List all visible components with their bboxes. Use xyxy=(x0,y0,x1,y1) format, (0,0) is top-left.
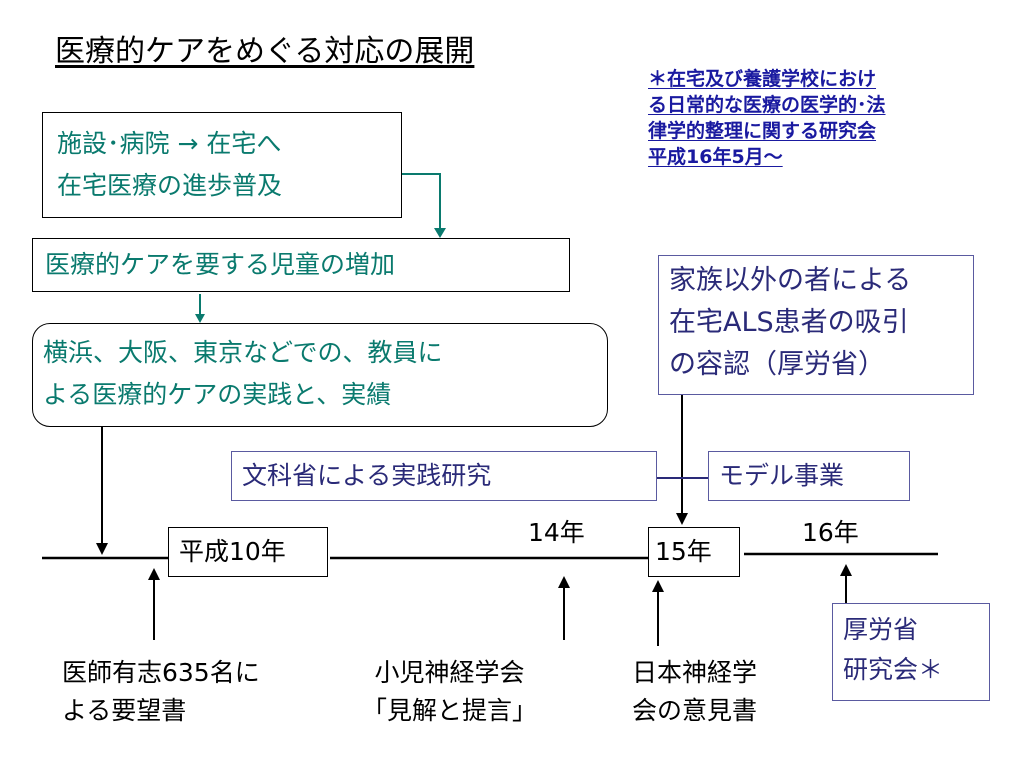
note-line: ＊在宅及び養護学校におけ xyxy=(648,68,877,90)
page-title: 医療的ケアをめぐる対応の展開 xyxy=(55,34,475,69)
doctors-petition: 医師有志635名に よる要望書 xyxy=(62,654,260,730)
als-line: 家族以外の者による xyxy=(669,265,912,296)
practice-box: 横浜、大阪、東京などでの、教員に よる医療的ケアの実践と、実績 xyxy=(32,323,608,427)
arrowhead xyxy=(676,513,688,525)
note-line: る日常的な医療の医学的･法 xyxy=(648,94,886,116)
neuro-line: 日本神経学 xyxy=(632,658,758,687)
als-line: 在宅ALS患者の吸引 xyxy=(669,307,909,338)
practice-line: よる医療的ケアの実践と、実績 xyxy=(43,380,392,409)
pediatric-line: 「見解と提言」 xyxy=(362,696,538,725)
shift-to-home-box: 施設･病院 → 在宅へ 在宅医療の進歩普及 xyxy=(42,112,402,218)
year-14-label: 14年 xyxy=(528,518,585,547)
mhlw-study-box: 厚労省 研究会＊ xyxy=(832,603,990,701)
practice-line: 横浜、大阪、東京などでの、教員に xyxy=(43,338,443,367)
arrowhead xyxy=(195,314,205,323)
als-line: の容認（厚労省） xyxy=(669,349,885,380)
mhlw-line: 研究会＊ xyxy=(843,655,944,684)
shift-line: 在宅医療の進歩普及 xyxy=(57,171,283,200)
arrowhead xyxy=(148,568,160,580)
research-note: ＊在宅及び養護学校におけ る日常的な医療の医学的･法 律学的整理に関する研究会 … xyxy=(648,66,1008,170)
shift-line: 施設･病院 → 在宅へ xyxy=(57,129,282,158)
doctors-line: よる要望書 xyxy=(62,696,187,725)
pediatric-line: 小児神経学会 xyxy=(374,658,525,687)
year-h10-box: 平成10年 xyxy=(168,527,328,577)
doctors-line: 医師有志635名に xyxy=(62,658,260,687)
mhlw-line: 厚労省 xyxy=(843,615,919,644)
neurology-society-opinion: 日本神経学 会の意見書 xyxy=(632,654,757,730)
arrowhead xyxy=(840,564,852,576)
arrowhead xyxy=(558,576,570,588)
note-line: 平成16年5月～ xyxy=(648,146,783,168)
pediatric-society-statement: 小児神経学会 「見解と提言」 xyxy=(362,654,537,730)
year-h15-box: 15年 xyxy=(648,527,740,577)
model-project-box: モデル事業 xyxy=(708,451,910,501)
arrowhead xyxy=(652,580,664,592)
mext-research-box: 文科省による実践研究 xyxy=(231,451,657,501)
connector-shift-to-increase xyxy=(402,173,441,230)
arrowhead xyxy=(434,228,446,238)
note-line: 律学的整理に関する研究会 xyxy=(648,120,877,142)
increase-box: 医療的ケアを要する児童の増加 xyxy=(32,238,570,292)
neuro-line: 会の意見書 xyxy=(632,696,758,725)
als-box: 家族以外の者による 在宅ALS患者の吸引 の容認（厚労省） xyxy=(658,255,974,395)
arrowhead xyxy=(96,543,108,555)
year-16-label: 16年 xyxy=(802,518,859,547)
